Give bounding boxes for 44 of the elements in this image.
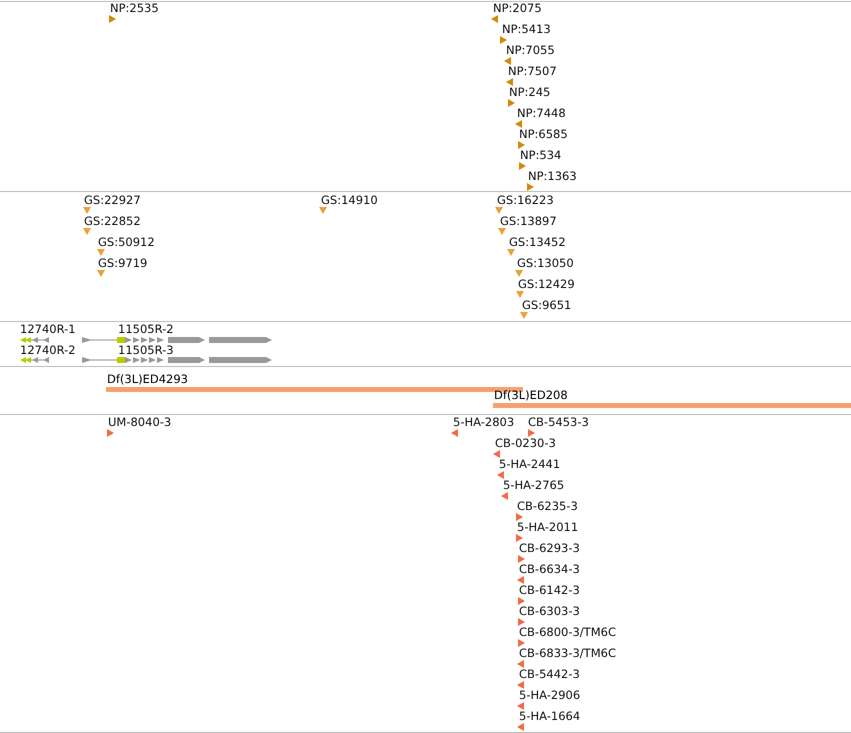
feature-label: GS:13452 [509,235,566,249]
feature-label: GS:13050 [517,256,574,270]
feature-label: CB-6235-3 [517,499,578,513]
feature-label: 11505R-3 [118,343,174,357]
feature-label: 11505R-2 [118,322,174,336]
feature-label: 5-HA-2765 [503,478,564,492]
feature-label: NP:5413 [502,22,551,36]
feature-label: NP:6585 [519,127,568,141]
feature-label: NP:245 [509,85,550,99]
deficiency-label: Df(3L)ED4293 [106,373,188,386]
feature-label: CB-6303-3 [519,604,580,618]
feature-label: CB-0230-3 [495,436,556,450]
feature-label: 5-HA-2011 [517,520,578,534]
feature-label: GS:22927 [84,193,141,207]
feature-label: CB-6142-3 [519,583,580,597]
feature-label: 5-HA-2906 [519,688,580,702]
feature-label: CB-6634-3 [519,562,580,576]
feature-label: GS:22852 [84,214,141,228]
feature-label: UM-8040-3 [108,415,172,429]
deficiency-label: Df(3L)ED208 [493,389,568,402]
feature-label: NP:7055 [506,43,555,57]
feature-label: CB-6833-3/TM6C [519,646,616,660]
feature-label: CB-5442-3 [519,667,580,681]
feature-label: GS:9719 [98,256,148,270]
feature-label: NP:7448 [517,106,566,120]
feature-label: 5-HA-2441 [499,457,560,471]
feature-label: GS:9651 [522,298,572,312]
feature-label: 12740R-2 [20,343,76,357]
feature-label: NP:2075 [493,1,542,15]
feature-label: NP:7507 [508,64,557,78]
feature-label: NP:1363 [528,169,577,183]
feature-label: NP:2535 [110,1,159,15]
feature-label: GS:14910 [321,193,378,207]
feature-label: CB-5453-3 [528,415,589,429]
feature-label: 5-HA-2803 [453,415,514,429]
feature-label: 5-HA-1664 [519,709,580,723]
feature-label: CB-6800-3/TM6C [519,625,616,639]
feature-label: GS:16223 [497,193,554,207]
feature-label: CB-6293-3 [519,541,580,555]
feature-label: NP:534 [520,148,562,162]
feature-label: 12740R-1 [20,322,76,336]
feature-label: GS:13897 [500,214,557,228]
feature-label: GS:12429 [518,277,575,291]
feature-label: GS:50912 [98,235,155,249]
